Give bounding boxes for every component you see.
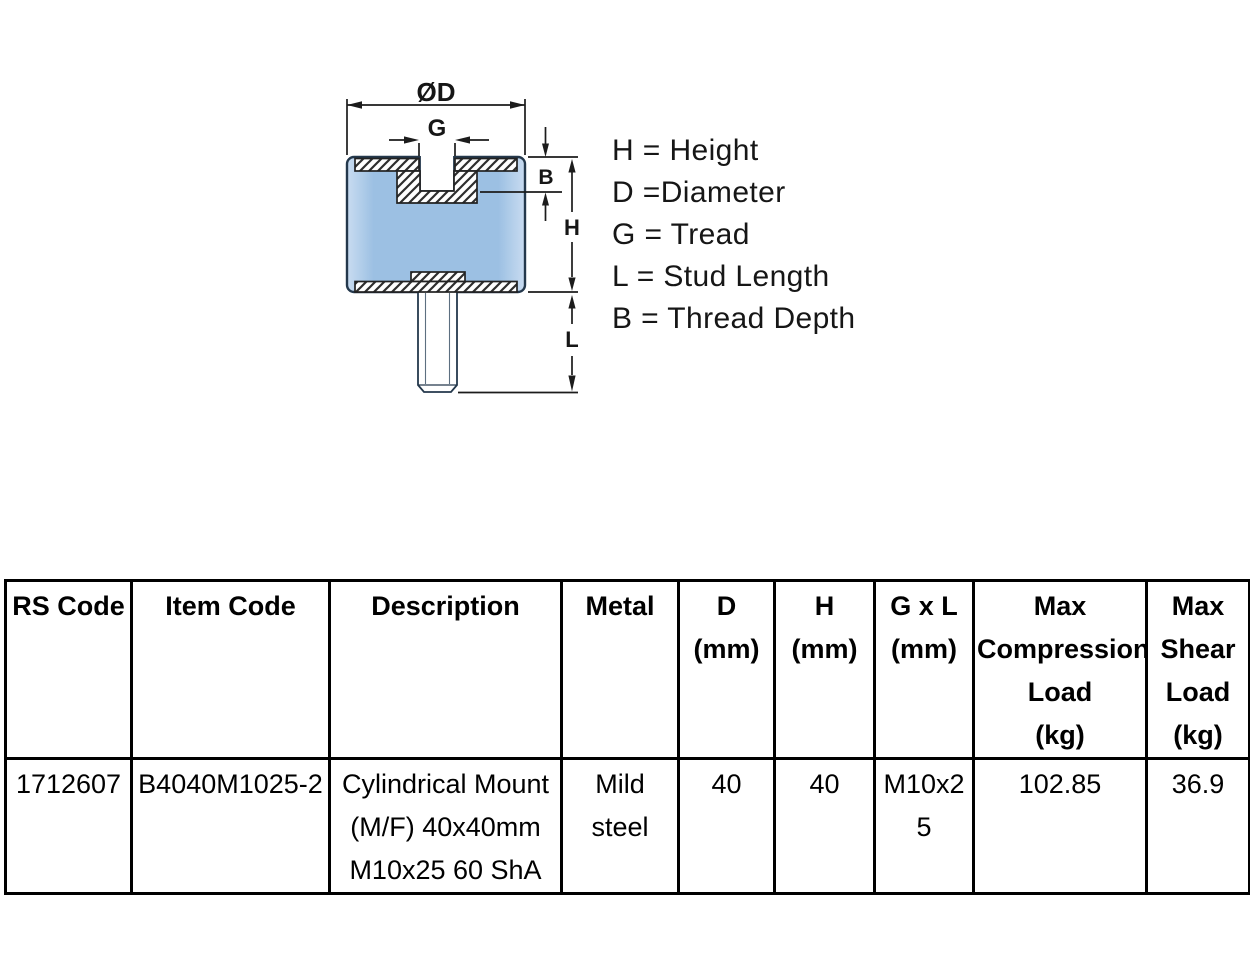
dimension-legend: H = Height D =Diameter G = Tread L = Stu…	[612, 130, 856, 340]
header-max-shear-load: Max Shear Load (kg)	[1145, 579, 1250, 760]
header-item-code: Item Code	[130, 579, 331, 760]
cell-max-shear-load: 36.9	[1145, 757, 1250, 895]
cell-line: Cylindrical Mount	[341, 769, 550, 799]
header-line: Description	[371, 591, 520, 621]
dim-label-thread-depth: B	[538, 166, 553, 189]
dim-label-diameter: ØD	[417, 77, 456, 107]
top-plate-left	[354, 157, 420, 172]
header-line: D	[716, 591, 737, 621]
legend-item-height: H = Height	[612, 134, 759, 167]
spec-table: RS Code Item Code Description Metal D (m…	[4, 579, 1250, 895]
stud	[417, 284, 458, 393]
header-line: Load	[1165, 677, 1231, 707]
legend-item-diameter: D =Diameter	[612, 176, 786, 209]
spec-table-wrap: RS Code Item Code Description Metal D (m…	[4, 579, 1250, 895]
header-rs-code: RS Code	[4, 579, 133, 760]
legend-item-stud-length: L = Stud Length	[612, 260, 830, 293]
thread-insert	[396, 170, 478, 204]
dim-label-thread: G	[428, 115, 447, 142]
cell-line: B4040M1025-2	[138, 769, 323, 799]
cell-max-compression-load: 102.85	[972, 757, 1148, 895]
thread-hole	[419, 156, 455, 192]
header-line: Shear	[1160, 634, 1236, 664]
header-line: Item Code	[165, 591, 296, 621]
header-line: RS Code	[12, 591, 125, 621]
header-line: H	[814, 591, 835, 621]
cell-line: Mild	[595, 769, 645, 799]
header-description: Description	[328, 579, 563, 760]
dimension-lines	[346, 99, 578, 394]
cell-gxl-mm: M10x2 5	[873, 757, 975, 895]
cell-d-mm: 40	[677, 757, 776, 895]
header-d-mm: D (mm)	[677, 579, 776, 760]
cell-line: M10x25 60 ShA	[349, 855, 542, 885]
dim-label-height: H	[564, 215, 580, 240]
header-line: Metal	[585, 591, 655, 621]
cell-metal: Mild steel	[560, 757, 680, 895]
header-line: Compression	[977, 634, 1147, 664]
data-row: 1712607 B4040M1025-2 Cylindrical Mount (…	[4, 757, 1250, 895]
header-line: (mm)	[693, 634, 760, 664]
cell-line: (M/F) 40x40mm	[350, 812, 541, 842]
header-metal: Metal	[560, 579, 680, 760]
dim-label-stud-length: L	[565, 327, 578, 352]
cell-item-code: B4040M1025-2	[130, 757, 331, 895]
legend-item-thread-depth: B = Thread Depth	[612, 302, 856, 335]
bottom-plate	[354, 280, 518, 293]
mount-section-diagram: ØD G B H L	[345, 77, 580, 394]
header-line: (kg)	[1035, 720, 1085, 750]
bottom-boss	[410, 271, 466, 283]
cell-line: 40	[809, 769, 840, 799]
dimension-arrowheads	[347, 101, 576, 392]
cell-description: Cylindrical Mount (M/F) 40x40mm M10x25 6…	[328, 757, 563, 895]
cell-line: M10x2	[883, 769, 965, 799]
cell-line: 40	[711, 769, 742, 799]
header-line: Load	[1027, 677, 1093, 707]
header-line: Max	[1033, 591, 1087, 621]
header-line: (kg)	[1173, 720, 1223, 750]
cell-line: steel	[591, 812, 649, 842]
cell-line: 36.9	[1171, 769, 1225, 799]
cell-rs-code: 1712607	[4, 757, 133, 895]
header-line: (mm)	[891, 634, 957, 664]
header-row: RS Code Item Code Description Metal D (m…	[4, 579, 1250, 760]
header-max-compression-load: Max Compression Load (kg)	[972, 579, 1148, 760]
cell-h-mm: 40	[773, 757, 876, 895]
header-line: G x L	[890, 591, 958, 621]
legend-item-tread: G = Tread	[612, 218, 750, 251]
cell-line: 1712607	[15, 769, 122, 799]
cell-line: 102.85	[1018, 769, 1102, 799]
header-h-mm: H (mm)	[773, 579, 876, 760]
top-plate-right	[454, 157, 518, 172]
header-line: (mm)	[791, 634, 858, 664]
cell-line: 5	[916, 812, 932, 842]
header-gxl-mm: G x L (mm)	[873, 579, 975, 760]
header-line: Max	[1171, 591, 1225, 621]
